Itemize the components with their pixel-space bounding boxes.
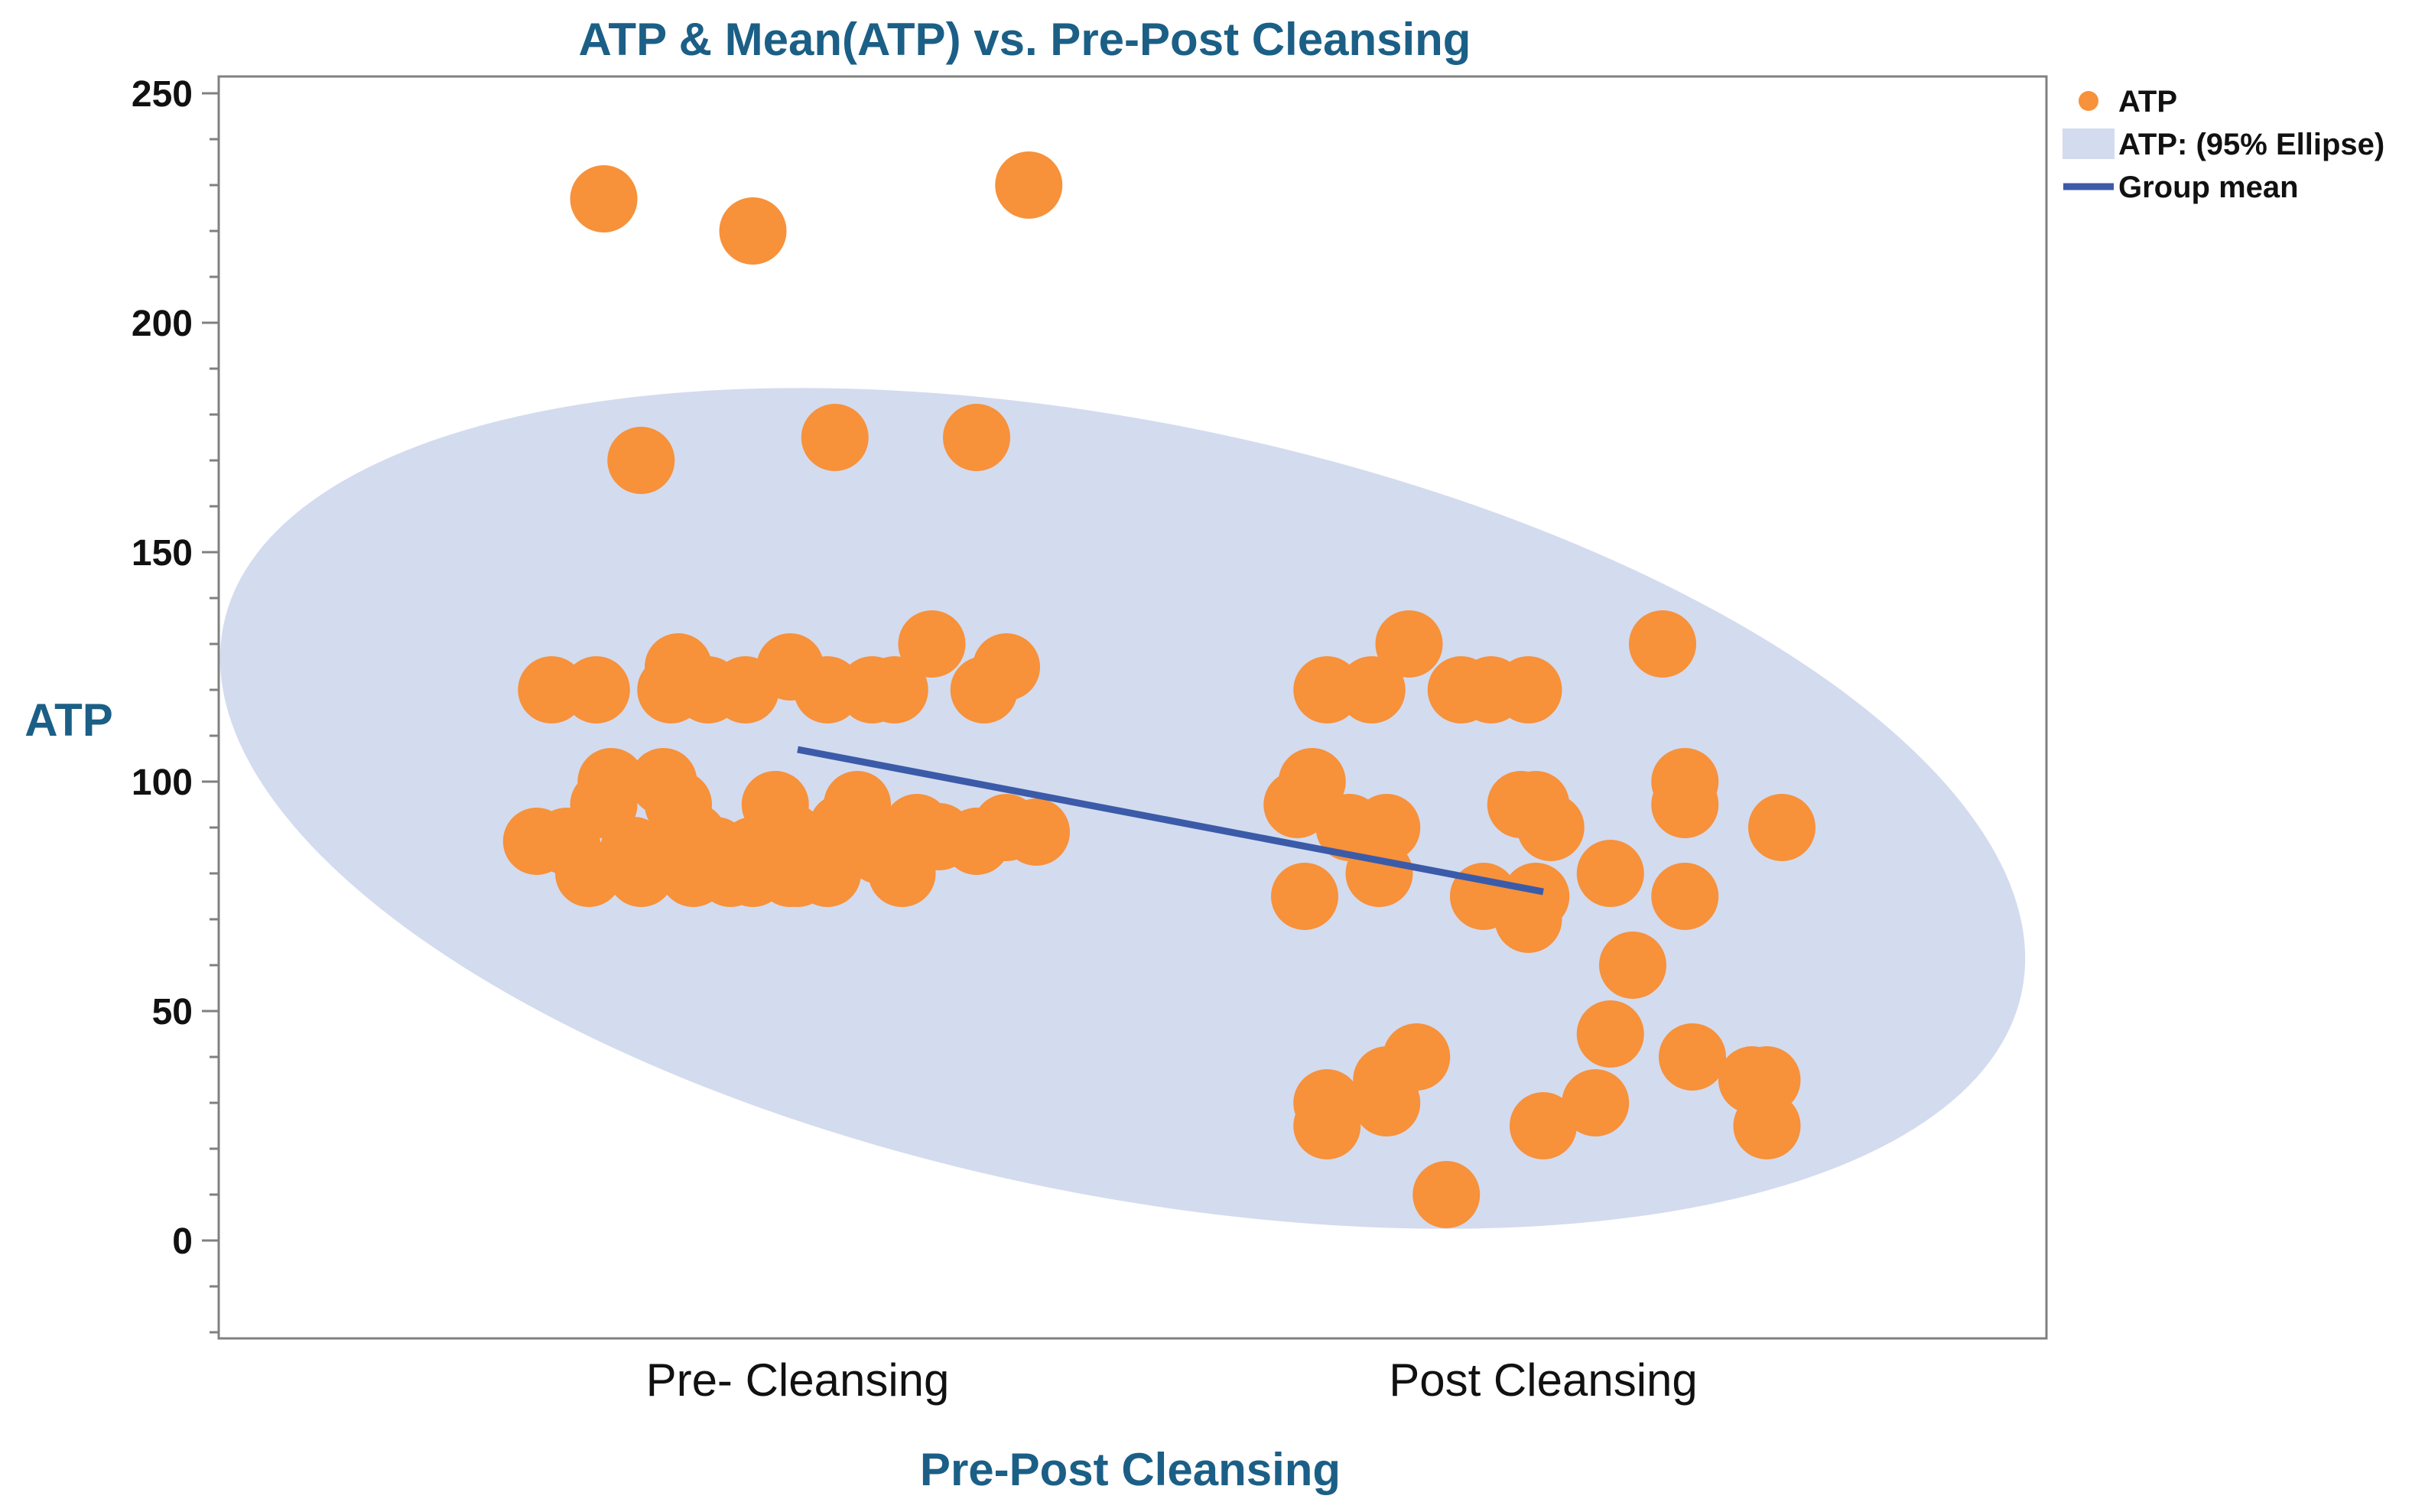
x-axis: Pre- Cleansing Post Cleansing [646,1354,1698,1406]
legend-label-1: ATP: (95% Ellipse) [2118,128,2384,161]
atp-point-57 [1263,771,1331,838]
atp-point-48 [905,803,974,870]
atp-point-46 [756,840,824,907]
atp-point-86 [1412,1161,1481,1228]
atp-point-74 [1576,1000,1644,1068]
atp-point-15 [898,610,966,678]
atp-point-66 [1345,840,1413,907]
atp-point-83 [1293,1092,1361,1159]
legend-label-0: ATP [2118,85,2177,119]
legend: ATP ATP: (95% Ellipse) Group mean [2063,85,2384,204]
group-mean-line [797,746,1544,896]
atp-point-71 [1494,886,1562,953]
atp-point-55 [1629,610,1696,678]
atp-point-79 [1353,1069,1421,1136]
y-axis-label: ATP [24,694,113,746]
atp-point-54 [1494,656,1562,723]
legend-symbol-0 [2079,91,2098,111]
atp-point-75 [1659,1023,1726,1091]
atp-point-14 [860,656,928,723]
atp-point-64 [1651,771,1719,838]
atp-point-4 [801,404,869,471]
x-axis-label: Pre-Post Cleansing [920,1444,1341,1495]
mean-layer [797,746,1544,896]
legend-label-2: Group mean [2118,171,2299,204]
atp-point-50 [1338,656,1406,723]
atp-point-85 [1733,1092,1801,1159]
atp-point-1 [719,197,787,265]
atp-point-17 [973,633,1040,701]
atp-point-0 [570,165,638,232]
atp-point-84 [1510,1092,1577,1159]
y-tick-label-200: 200 [132,304,193,344]
y-axis: 0 50 100 150 200 250 [132,74,219,1334]
atp-point-68 [1271,863,1338,930]
atp-point-2 [995,151,1063,219]
atp-point-5 [943,404,1010,471]
atp-point-72 [1651,863,1719,930]
atp-point-65 [1748,794,1816,861]
atp-point-62 [1516,794,1585,861]
atp-point-44 [1003,798,1070,866]
x-category-label-1: Post Cleansing [1389,1354,1698,1406]
atp-point-67 [1576,840,1644,907]
atp-point-45 [502,808,570,875]
y-tick-label-150: 150 [132,533,193,574]
atp-point-7 [562,656,630,723]
chart-title: ATP & Mean(ATP) vs. Pre-Post Cleansing [579,14,1471,65]
y-tick-label-50: 50 [152,992,193,1032]
atp-point-51 [1375,610,1443,678]
atp-point-3 [607,427,675,494]
points-layer [502,151,1816,1228]
x-category-label-0: Pre- Cleansing [646,1354,950,1406]
y-tick-label-0: 0 [172,1221,193,1262]
plot-frame [217,75,2048,1340]
atp-point-82 [1562,1069,1630,1136]
legend-symbol-1 [2063,128,2115,159]
atp-point-73 [1599,932,1666,999]
y-tick-label-100: 100 [132,763,193,803]
y-tick-label-250: 250 [132,74,193,115]
atp-point-23 [607,840,675,907]
atp-point-47 [711,656,779,723]
